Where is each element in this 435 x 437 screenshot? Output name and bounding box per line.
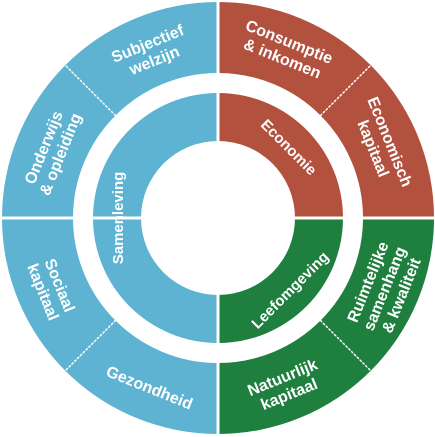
outer-segment-natuurlijk-kapitaal [218, 320, 371, 434]
inner-sector-economie [218, 93, 343, 218]
dotted-separator [319, 319, 372, 372]
inner-ring [93, 93, 343, 343]
dotted-separator [64, 64, 117, 117]
dotted-separator [64, 319, 117, 372]
outer-segment-onderwijs [2, 65, 116, 218]
outer-segment-ruimtelijke-samenhang [320, 218, 434, 371]
outer-segment-consumptie [218, 2, 371, 116]
outer-segment-gezondheid [65, 320, 218, 434]
inner-label-samenleving-line: Samenleving [110, 172, 127, 265]
inner-label-samenleving: Samenleving [110, 172, 127, 265]
outer-segment-economisch-kapitaal [320, 65, 434, 218]
outer-segment-sociaal-kapitaal [2, 218, 116, 371]
outer-segment-subjectief-welzijn [65, 2, 218, 116]
inner-sector-samenleving [93, 93, 218, 343]
dotted-separator [319, 64, 372, 117]
inner-sector-leefomgeving [218, 218, 343, 343]
